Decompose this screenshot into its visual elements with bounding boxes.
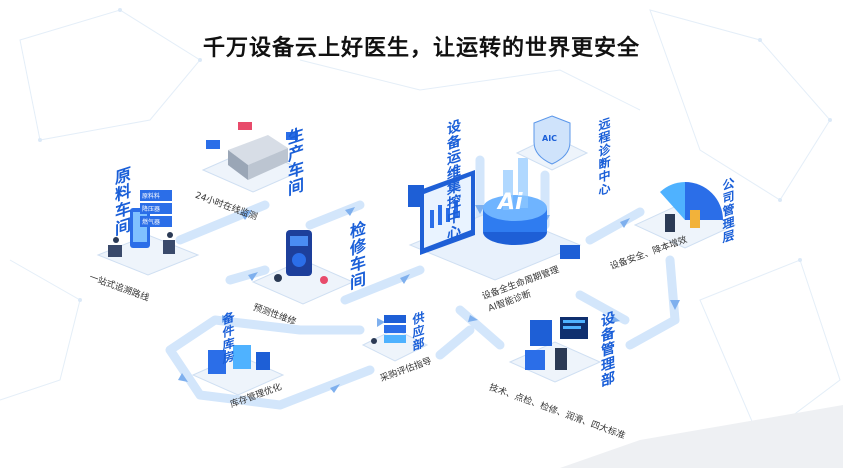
screen-tag: 原料料 [140, 190, 172, 201]
ai-text: Ai [498, 190, 523, 215]
production-workshop [198, 120, 308, 205]
ops-center-illustration [408, 158, 582, 281]
page-headline: 千万设备云上好医生，让运转的世界更安全 [202, 36, 640, 61]
screen-tag: 降压器 [140, 203, 172, 214]
supply-title: 供应部 [411, 309, 425, 354]
ops-center-title: 设备运维集控中心 [445, 117, 461, 243]
maintenance-title: 检修车间 [347, 218, 366, 293]
raw-material-title: 原料车间 [112, 164, 131, 239]
shield-text: AIC [542, 134, 558, 143]
screen-tag: 燃气器 [140, 216, 172, 227]
maintenance-illustration [251, 230, 355, 305]
production-illustration [201, 122, 305, 193]
remote-diagnosis-illustration [515, 115, 589, 171]
screen-tags: 原料料 降压器 燃气器 [140, 190, 172, 227]
raw-material-illustration [96, 208, 200, 276]
management-title: 公司管理层 [721, 175, 735, 246]
remote-diagnosis-title: 远程诊断中心 [597, 115, 611, 199]
remote-diagnosis-center: AIC [512, 108, 592, 188]
equipment-department [505, 312, 605, 397]
supply-illustration [361, 315, 429, 362]
warehouse-illustration [191, 345, 285, 396]
equipment-dept-illustration [508, 317, 602, 383]
company-management [630, 170, 740, 260]
equipment-dept-title: 设备管理部 [599, 309, 615, 390]
warehouse-title: 备件库房 [221, 309, 235, 367]
maintenance-workshop [248, 222, 358, 317]
ops-control-center: Ai [400, 150, 590, 290]
production-title: 生产车间 [285, 124, 304, 199]
raw-material-workshop [88, 200, 208, 290]
spare-parts-warehouse [188, 330, 288, 405]
management-illustration [633, 182, 737, 249]
supply-department [360, 305, 430, 370]
